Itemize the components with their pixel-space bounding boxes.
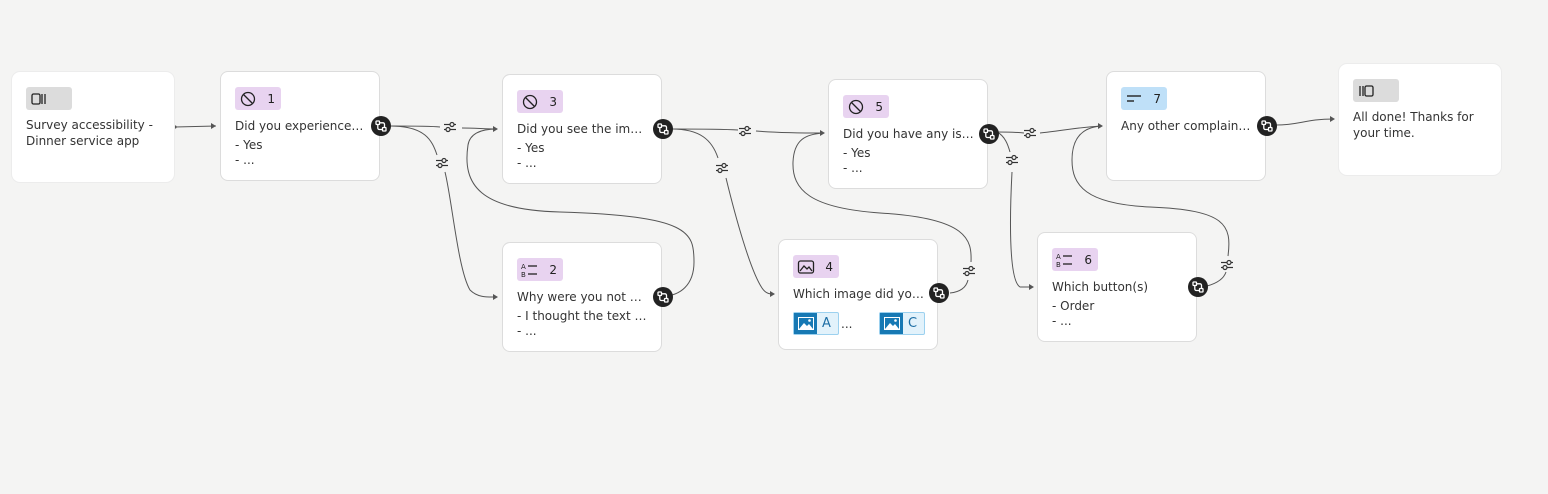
question-number: 2 <box>549 262 557 277</box>
question-badge: 5 <box>843 95 889 118</box>
option-item: - Yes <box>235 138 263 152</box>
image-option-label: C <box>908 316 918 331</box>
node-title: Any other complaints? <box>1121 119 1253 133</box>
node-title: All done! Thanks for your time. <box>1353 110 1474 140</box>
option-list: - Order - ... <box>1052 299 1184 329</box>
welcome-screen-icon <box>30 90 48 108</box>
yes-no-icon <box>521 93 539 111</box>
option-list: - Yes - ... <box>517 141 649 171</box>
question-card-4[interactable]: 4 Which image did you see? A ... C <box>778 239 938 350</box>
question-badge: 7 <box>1121 87 1167 110</box>
question-number: 1 <box>267 91 275 106</box>
option-item: - ... <box>517 324 537 338</box>
more-options: ... <box>841 316 853 331</box>
node-title: Did you have any issues? <box>843 127 975 141</box>
question-card-5[interactable]: 5 Did you have any issues? - Yes - ... <box>828 79 988 189</box>
branch-icon[interactable] <box>929 283 949 303</box>
question-number: 7 <box>1153 91 1161 106</box>
condition-icon[interactable] <box>738 124 752 138</box>
option-item: - Order <box>1052 299 1095 313</box>
option-item: - Yes <box>843 146 871 160</box>
question-card-3[interactable]: 3 Did you see the images? - Yes - ... <box>502 74 662 184</box>
svg-text:B: B <box>521 271 526 278</box>
branch-icon[interactable] <box>653 287 673 307</box>
question-card-7[interactable]: 7 Any other complaints? <box>1106 71 1266 181</box>
svg-text:A: A <box>1056 253 1061 261</box>
question-number: 3 <box>549 94 557 109</box>
node-title: Which button(s) <box>1052 280 1149 294</box>
question-card-1[interactable]: 1 Did you experience any issues? - Yes -… <box>220 71 380 181</box>
branch-icon[interactable] <box>1188 277 1208 297</box>
end-screen-badge <box>1353 79 1399 102</box>
question-card-2[interactable]: AB 2 Why were you not able to read? - I … <box>502 242 662 352</box>
image-option-a: A ... <box>793 312 852 335</box>
option-list: - I thought the text was too small - ... <box>517 309 649 339</box>
yes-no-icon <box>239 90 257 108</box>
end-screen-icon <box>1357 82 1375 100</box>
question-number: 4 <box>825 259 833 274</box>
question-badge: 3 <box>517 90 563 113</box>
node-title: Did you see the images? <box>517 122 649 136</box>
question-badge: 4 <box>793 255 839 278</box>
node-title: Did you experience any issues? <box>235 119 367 133</box>
option-item: - I thought the text was too small <box>517 309 649 323</box>
end-screen-card[interactable]: All done! Thanks for your time. <box>1339 64 1501 175</box>
option-item: - ... <box>517 156 537 170</box>
image-icon <box>794 313 817 334</box>
condition-icon[interactable] <box>715 161 729 175</box>
question-number: 6 <box>1084 252 1092 267</box>
svg-text:B: B <box>1056 261 1061 268</box>
condition-icon[interactable] <box>1220 258 1234 272</box>
condition-icon[interactable] <box>962 264 976 278</box>
condition-icon[interactable] <box>1023 126 1037 140</box>
image-chip: A <box>793 312 839 335</box>
image-option-label: A <box>822 316 831 331</box>
option-item: - ... <box>843 161 863 175</box>
node-title: Which image did you see? <box>793 287 925 301</box>
condition-icon[interactable] <box>443 120 457 134</box>
svg-text:A: A <box>521 263 526 271</box>
question-badge: 1 <box>235 87 281 110</box>
option-item: - ... <box>1052 314 1072 328</box>
picture-choice-icon <box>797 258 815 276</box>
welcome-screen-card[interactable]: Survey accessibility - Dinner service ap… <box>12 72 174 182</box>
option-list: - Yes - ... <box>235 138 367 168</box>
question-number: 5 <box>875 99 883 114</box>
image-chip: C <box>879 312 925 335</box>
branch-icon[interactable] <box>653 119 673 139</box>
yes-no-icon <box>847 98 865 116</box>
node-title: Why were you not able to read? <box>517 290 649 304</box>
option-list: - Yes - ... <box>843 146 975 176</box>
branch-icon[interactable] <box>371 116 391 136</box>
condition-icon[interactable] <box>1005 153 1019 167</box>
branch-icon[interactable] <box>1257 116 1277 136</box>
image-option-c: C <box>879 312 925 335</box>
short-text-icon <box>1125 90 1143 108</box>
condition-icon[interactable] <box>435 156 449 170</box>
branch-icon[interactable] <box>979 124 999 144</box>
image-icon <box>880 313 903 334</box>
option-item: - Yes <box>517 141 545 155</box>
option-item: - ... <box>235 153 255 167</box>
welcome-screen-badge <box>26 87 72 110</box>
node-title: Survey accessibility - Dinner service ap… <box>26 118 153 148</box>
